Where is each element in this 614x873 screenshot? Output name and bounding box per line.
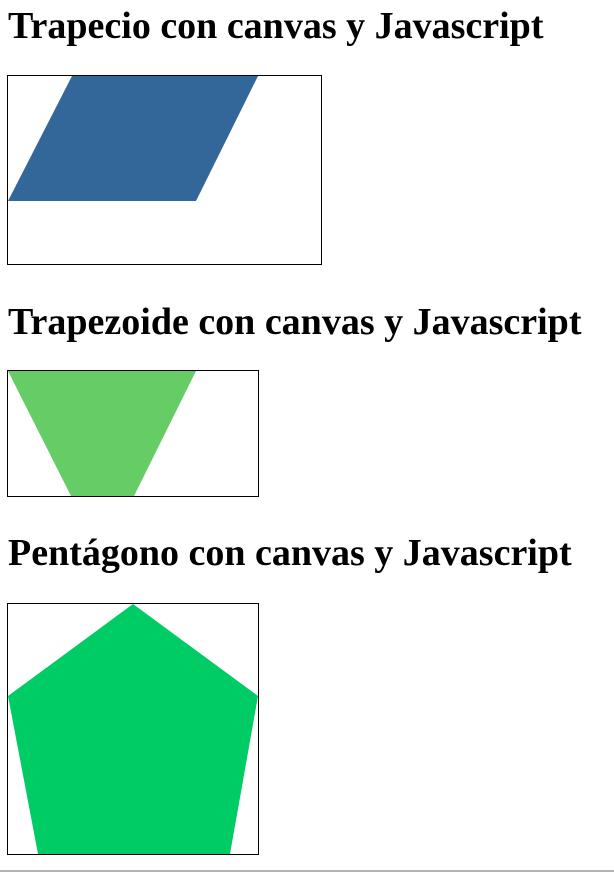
horizontal-rule bbox=[0, 870, 614, 872]
trapezoid-shape bbox=[8, 371, 196, 496]
canvas-trapezoide bbox=[7, 370, 259, 497]
parallelogram-shape bbox=[8, 76, 258, 201]
heading-trapecio: Trapecio con canvas y Javascript bbox=[8, 5, 544, 47]
heading-pentagono: Pentágono con canvas y Javascript bbox=[8, 532, 572, 574]
pentagono-drawing bbox=[8, 604, 258, 854]
canvas-trapecio bbox=[7, 75, 322, 265]
pentagon-shape bbox=[8, 604, 258, 854]
trapecio-drawing bbox=[8, 76, 258, 201]
heading-trapezoide: Trapezoide con canvas y Javascript bbox=[8, 301, 582, 343]
trapezoide-drawing bbox=[8, 371, 196, 496]
canvas-pentagono bbox=[7, 603, 259, 855]
